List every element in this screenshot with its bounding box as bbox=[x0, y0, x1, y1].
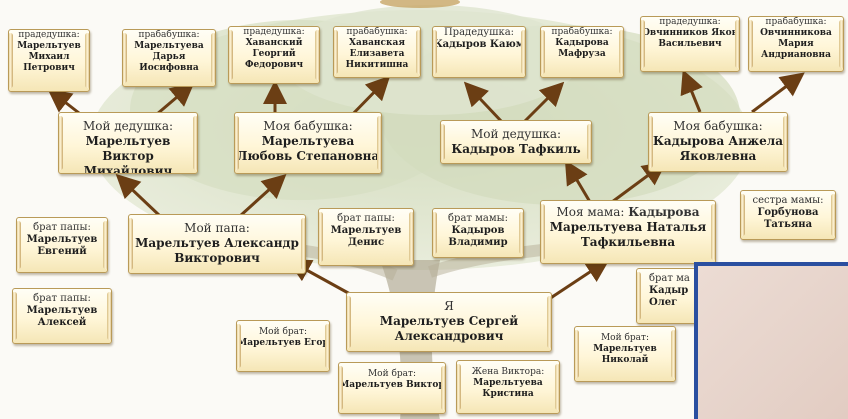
person-name: Горбунова Татьяна bbox=[757, 207, 819, 230]
great-grandfather-kadyrov-card: Прадедушка: Кадыров Каюм bbox=[432, 26, 526, 78]
father-card: Мой папа: Марельтуев Александр Викторови… bbox=[128, 214, 306, 274]
relation-label: Прадедушка: bbox=[443, 27, 515, 38]
relation-label: Мой папа: bbox=[184, 221, 250, 235]
grandfather-kadyrov-card: Мой дедушка: Кадыров Тафкиль bbox=[440, 120, 592, 164]
uncle-denis-card: брат папы: Марельтуев Денис bbox=[318, 208, 414, 266]
relation-label: прадедушка: bbox=[18, 30, 80, 40]
person-name: Марельтуева Наталья Тафкильевна bbox=[549, 220, 707, 249]
me-card: Я Марельтуев Сергей Александрович bbox=[346, 292, 552, 352]
person-name: Кадырова Мафруза bbox=[555, 38, 609, 59]
brother-egor-card: Мой брат: Марельтуев Егор bbox=[236, 320, 330, 372]
great-grandfather-khavanskiy-card: прадедушка: Хаванский Георгий Федорович bbox=[228, 26, 320, 84]
person-name: Марельтуев Денис bbox=[330, 225, 402, 248]
grandmother-kadyrova-card: Моя бабушка: Кадырова Анжела Яковлевна bbox=[648, 112, 788, 172]
relation-label: Моя мама: Кадырова bbox=[541, 205, 715, 220]
person-name: Кадырова Анжела Яковлевна bbox=[653, 134, 783, 163]
uncle-vladimir-card: брат мамы: Кадыров Владимир bbox=[432, 208, 524, 258]
person-name: Овчинников Яков Васильевич bbox=[642, 28, 738, 49]
relation-label: Мой дедушка: bbox=[470, 127, 562, 141]
relation-label: Моя бабушка: bbox=[263, 119, 353, 133]
person-name: Марельтуев Евгений bbox=[26, 234, 98, 257]
great-grandfather-ovchinnikov-card: прадедушка: Овчинников Яков Васильевич bbox=[640, 16, 740, 72]
person-name: Кадыров Каюм bbox=[433, 39, 525, 50]
relation-label: прабабушка: bbox=[346, 27, 408, 37]
relation-label: прадедушка: bbox=[659, 17, 721, 27]
great-grandmother-kadyrova-card: прабабушка: Кадырова Мафруза bbox=[540, 26, 624, 78]
person-name: Хаванская Елизавета Никитишна bbox=[345, 38, 409, 70]
person-name: Марельтуев Михаил Петрович bbox=[17, 41, 81, 73]
relation-label: прабабушка: bbox=[138, 30, 200, 40]
great-grandmother-ovchinnikova-card: прабабушка: Овчинникова Мария Андриановн… bbox=[748, 16, 844, 72]
relation-label: прабабушка: bbox=[765, 17, 827, 27]
great-grandmother-khavanskaya-card: прабабушка: Хаванская Елизавета Никитишн… bbox=[333, 26, 421, 78]
relation-text: Моя мама: bbox=[556, 205, 625, 219]
person-name: Марельтуев Александр Викторович bbox=[135, 236, 299, 265]
person-name: Кадыров Владимир bbox=[448, 225, 508, 248]
relation-label: брат папы: bbox=[33, 222, 91, 233]
relation-label: сестра мамы: bbox=[752, 195, 824, 206]
relation-label: брат ма bbox=[649, 273, 690, 284]
grandfather-marelt-card: Мой дедушка: Марельтуев Виктор Михайлови… bbox=[58, 112, 198, 174]
person-name: Марельтуева Любовь Степановна bbox=[236, 134, 380, 163]
relation-label: Мой брат: bbox=[258, 327, 308, 337]
person-name: Марельтуев Сергей Александрович bbox=[379, 314, 519, 343]
relation-label: Жена Виктора: bbox=[471, 367, 545, 377]
uncle-aleksey-card: брат папы: Марельтуев Алексей bbox=[12, 288, 112, 344]
relation-label: Мой брат: bbox=[600, 333, 650, 343]
relation-label: Я bbox=[444, 299, 454, 313]
relation-label: Мой дедушка: bbox=[82, 119, 174, 133]
mother-card: Моя мама: Кадырова Марельтуева Наталья Т… bbox=[540, 200, 716, 264]
uncle-evgeniy-card: брат папы: Марельтуев Евгений bbox=[16, 217, 108, 273]
person-name: Марельтуева Кристина bbox=[473, 378, 543, 399]
relation-label: прадедушка: bbox=[243, 27, 305, 37]
overlay-panel bbox=[694, 262, 848, 419]
aunt-tatyana-card: сестра мамы: Горбунова Татьяна bbox=[740, 190, 836, 240]
person-name: Марельтуев Виктор bbox=[339, 380, 445, 390]
sister-in-law-kristina-card: Жена Виктора: Марельтуева Кристина bbox=[456, 360, 560, 414]
relation-label: брат папы: bbox=[33, 293, 91, 304]
brother-nikolay-card: Мой брат: Марельтуев Николай bbox=[574, 326, 676, 382]
grandmother-marelt-card: Моя бабушка: Марельтуева Любовь Степанов… bbox=[234, 112, 382, 174]
uncle-oleg-card: брат ма Кадыр Олег bbox=[636, 268, 702, 324]
maiden-name: Кадырова bbox=[628, 205, 700, 219]
person-name: Овчинникова Мария Андриановна bbox=[760, 28, 832, 60]
person-name: Марельтуева Дарья Иосифовна bbox=[134, 41, 204, 73]
person-name: Марельтуев Алексей bbox=[26, 305, 98, 328]
person-name: Кадыр Олег bbox=[649, 285, 689, 308]
brother-viktor-card: Мой брат: Марельтуев Виктор bbox=[338, 362, 446, 414]
relation-label: брат папы: bbox=[337, 213, 395, 224]
relation-label: прабабушка: bbox=[551, 27, 613, 37]
great-grandmother-marelt-card: прабабушка: Марельтуева Дарья Иосифовна bbox=[122, 29, 216, 87]
person-name: Кадыров Тафкиль bbox=[451, 142, 581, 156]
relation-label: Моя бабушка: bbox=[673, 119, 763, 133]
great-grandfather-marelt-card: прадедушка: Марельтуев Михаил Петрович bbox=[8, 29, 90, 92]
person-name: Марельтуев Виктор Михайлович bbox=[83, 134, 173, 174]
relation-label: брат мамы: bbox=[448, 213, 508, 224]
person-name: Марельтуев Егор bbox=[237, 338, 329, 348]
relation-label: Мой брат: bbox=[367, 369, 417, 379]
person-name: Марельтуев Николай bbox=[593, 344, 657, 365]
person-name: Хаванский Георгий Федорович bbox=[244, 38, 304, 70]
